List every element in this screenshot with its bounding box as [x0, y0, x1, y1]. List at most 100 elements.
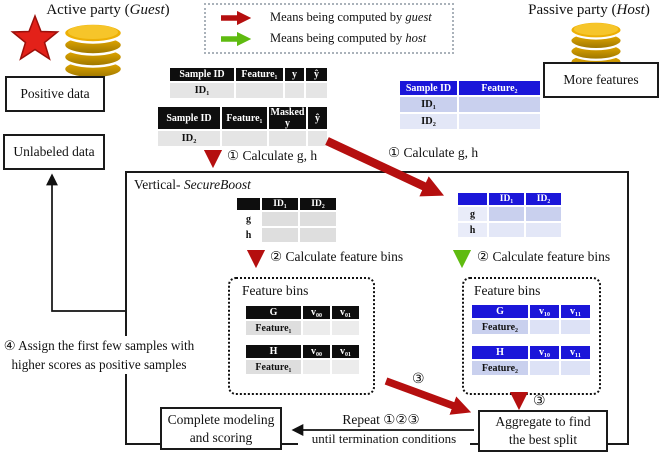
row-feature1-label: Feature₁: [246, 360, 301, 374]
secureboost-label-prefix: Vertical-: [134, 177, 184, 192]
legend-guest-label-name: guest: [405, 10, 432, 24]
table-cell-empty: [306, 83, 327, 98]
row-g-label: g: [458, 207, 487, 221]
table-cell-empty: [300, 228, 336, 242]
row-h-label: h: [237, 228, 260, 242]
guest-party-title-suffix: ): [164, 2, 170, 18]
table-cell-empty: [332, 321, 359, 335]
guest-database-icon: [62, 22, 124, 80]
legend-row-host: Means being computed by host: [218, 31, 426, 46]
col-sample-id: Sample ID: [170, 68, 234, 81]
col-v10: v₁₀: [530, 305, 559, 318]
complete-modeling-box: Complete modeling and scoring: [160, 407, 282, 450]
legend-guest-label: Means being computed by guest: [270, 10, 432, 25]
host-feature-bins-box: Feature bins: [462, 277, 601, 395]
col-feature2: Feature₂: [459, 81, 540, 95]
more-features-box: More features: [543, 62, 659, 98]
col-G: G: [472, 305, 528, 318]
row-feature1-label: Feature₁: [246, 321, 301, 335]
positive-data-label: Positive data: [20, 86, 90, 101]
complete-line1: Complete modeling: [167, 411, 275, 427]
legend-host-label: Means being computed by host: [270, 31, 426, 46]
guest-party-title: Active party (Guest): [12, 2, 204, 19]
table-cell-empty: [262, 212, 298, 226]
host-party-title-suffix: ): [644, 2, 650, 18]
col-v11: v₁₁: [561, 305, 590, 318]
col-yhat: ŷ: [308, 107, 327, 129]
table-cell-empty: [285, 83, 304, 98]
unlabeled-data-label: Unlabeled data: [13, 144, 95, 159]
host-feature-bins-title: Feature bins: [474, 283, 541, 298]
col-v01: v₀₁: [332, 345, 359, 358]
col-feature1: Feature₁: [222, 107, 267, 129]
legend-host-label-prefix: Means being computed by: [270, 31, 406, 45]
aggregate-line1: Aggregate to find: [495, 414, 591, 429]
complete-line2: and scoring: [189, 429, 253, 445]
cell-id2: ID₂: [158, 131, 220, 146]
col-yhat: ŷ: [306, 68, 327, 81]
legend-host-arrow-icon: [221, 31, 252, 46]
host-party-title-prefix: Passive party (: [528, 2, 617, 18]
step1-right-label: ① Calculate g, h: [388, 145, 479, 160]
col-H: H: [246, 345, 301, 358]
col-masked-y: Masked y: [269, 107, 306, 129]
table-cell-empty: [489, 223, 524, 237]
col-blank: [458, 193, 487, 205]
col-v00: v₀₀: [303, 306, 330, 319]
aggregate-box: Aggregate to find the best split: [478, 410, 608, 452]
step2-left-label: ② Calculate feature bins: [270, 249, 404, 264]
aggregate-line2: the best split: [508, 432, 578, 447]
col-y: y: [285, 68, 304, 81]
guest-feature-bins-box: Feature bins: [228, 277, 375, 395]
host-features-table: Sample ID Feature₂ ID₁ ID₂: [398, 79, 542, 131]
table-cell-empty: [526, 207, 561, 221]
guest-party-title-prefix: Active party (: [46, 2, 130, 18]
table-cell-empty: [236, 83, 283, 98]
step3-down-label: ③: [533, 394, 546, 409]
table-cell-empty: [459, 114, 540, 129]
cell-id2: ID₂: [400, 114, 457, 129]
table-cell-empty: [308, 131, 327, 146]
host-bins-g-table: G v₁₀ v₁₁ Feature₂: [470, 303, 592, 336]
table-cell-empty: [489, 207, 524, 221]
table-cell-empty: [262, 228, 298, 242]
col-feature1: Feature₁: [236, 68, 283, 81]
col-sample-id: Sample ID: [400, 81, 457, 95]
guest-masked-table: Sample ID Feature₁ Masked y ŷ ID₂: [156, 105, 329, 148]
secureboost-label: Vertical- SecureBoost: [134, 177, 251, 193]
step3-diagonal-label: ③: [412, 372, 425, 387]
table-cell-empty: [300, 212, 336, 226]
legend-guest-label-prefix: Means being computed by: [270, 10, 406, 24]
repeat-label-line1: Repeat ①②③: [342, 412, 420, 427]
guest-feature-bins-title: Feature bins: [242, 283, 309, 298]
guest-party-title-name: Guest: [129, 2, 165, 18]
table-cell-empty: [332, 360, 359, 374]
table-cell-empty: [269, 131, 306, 146]
legend-host-label-name: host: [405, 31, 427, 45]
guest-bins-h-table: H v₀₀ v₀₁ Feature₁: [244, 343, 361, 376]
host-party-title-name: Host: [616, 2, 645, 18]
table-cell-empty: [530, 361, 559, 375]
table-cell-empty: [561, 361, 590, 375]
table-cell-empty: [222, 131, 267, 146]
table-cell-empty: [459, 97, 540, 112]
more-features-label: More features: [563, 72, 639, 87]
col-id2: ID₂: [526, 193, 561, 205]
col-G: G: [246, 306, 301, 319]
positive-data-box: Positive data: [5, 76, 105, 112]
host-party-title: Passive party (Host): [518, 2, 660, 19]
guest-gh-table: ID₁ ID₂ g h: [235, 196, 338, 244]
row-feature2-label: Feature₂: [472, 320, 528, 334]
host-gh-table: ID₁ ID₂ g h: [456, 191, 563, 239]
cell-id1: ID₁: [400, 97, 457, 112]
step2-right-label: ② Calculate feature bins: [477, 249, 611, 264]
row-g-label: g: [237, 212, 260, 226]
cell-id1: ID₁: [170, 83, 234, 98]
col-H: H: [472, 346, 528, 359]
legend-row-guest: Means being computed by guest: [218, 10, 432, 25]
table-cell-empty: [303, 360, 330, 374]
col-id1: ID₁: [262, 198, 298, 210]
col-sample-id: Sample ID: [158, 107, 220, 129]
row-h-label: h: [458, 223, 487, 237]
legend-box: Means being computed by guest Means bein…: [204, 3, 454, 54]
